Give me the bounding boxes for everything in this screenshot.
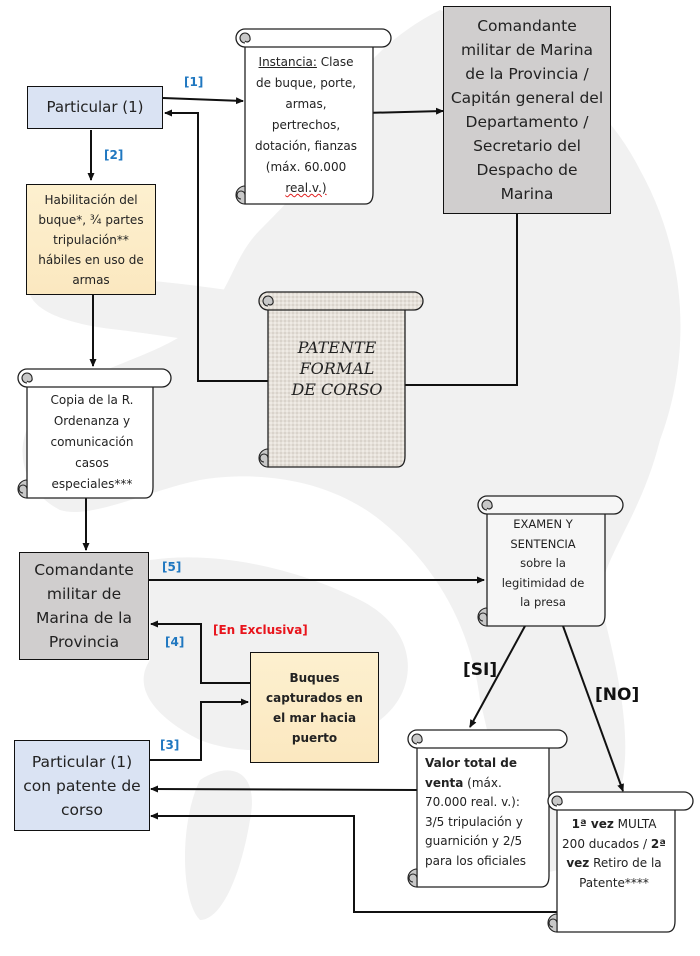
scroll-sheet bbox=[26, 377, 154, 499]
scroll-sheet bbox=[244, 37, 374, 205]
label-si: [SI] bbox=[463, 660, 498, 680]
scroll-top-roll bbox=[407, 729, 568, 749]
label-step-5: [5] bbox=[162, 560, 182, 574]
scroll-top-roll bbox=[258, 291, 424, 311]
scroll-examen bbox=[477, 495, 624, 627]
instancia-heading: Instancia: bbox=[258, 55, 317, 69]
node-particular-patente-label: Particular (1) con patente de corso bbox=[23, 752, 141, 819]
label-step-2: [2] bbox=[104, 148, 124, 162]
connectors bbox=[82, 97, 624, 913]
scroll-valor bbox=[407, 729, 568, 888]
multa-first-label: 1ª vez bbox=[571, 817, 614, 831]
scroll-top-curl bbox=[21, 372, 33, 384]
node-comandante-bottom-label: Comandante militar de Marina de la Provi… bbox=[34, 561, 134, 651]
node-valor: Valor total de venta (máx. 70.000 real. … bbox=[425, 754, 539, 871]
examen-line-5: la presa bbox=[520, 595, 566, 609]
node-habilitacion: Habilitación del buque*, ¾ partes tripul… bbox=[26, 184, 156, 295]
arrow-examen-no bbox=[562, 625, 624, 792]
patente-line-3: DE CORSO bbox=[291, 380, 383, 399]
node-comandante-bottom: Comandante militar de Marina de la Provi… bbox=[19, 552, 149, 660]
multa-first-text: MULTA 200 ducados / bbox=[562, 817, 657, 851]
node-comandante-top-label: Comandante militar de Marina de la Provi… bbox=[450, 17, 604, 203]
arrow-particular-to-buques bbox=[150, 698, 249, 761]
label-step-4: [4] bbox=[165, 635, 185, 649]
node-buques: Buques capturados en el mar hacia puerto bbox=[250, 652, 379, 763]
multa-second-label: 2ª vez bbox=[566, 836, 666, 871]
scroll-sheet bbox=[486, 504, 606, 627]
node-copia-label: Copia de la R. Ordenanza y comunicación … bbox=[50, 393, 134, 491]
label-step-1: [1] bbox=[184, 75, 204, 89]
node-comandante-top: Comandante militar de Marina de la Provi… bbox=[443, 6, 611, 214]
node-examen: EXAMEN Y SENTENCIA sobre la legitimidad … bbox=[488, 515, 598, 613]
examen-line-3: sobre la bbox=[520, 556, 566, 570]
examen-line-1: EXAMEN Y bbox=[513, 517, 573, 531]
instancia-abbrev: real.v.) bbox=[285, 181, 327, 195]
arrow-buques-to-comandante bbox=[150, 620, 250, 684]
scroll-top-curl bbox=[411, 733, 423, 745]
arrow-instancia-to-comandante bbox=[363, 107, 444, 115]
scroll-top-roll bbox=[547, 791, 694, 811]
scroll-bottom-curl bbox=[235, 185, 246, 205]
examen-line-4: legitimidad de bbox=[501, 575, 585, 590]
node-buques-label: Buques capturados en el mar hacia puerto bbox=[266, 670, 363, 745]
scroll-bottom-curl bbox=[17, 479, 28, 499]
node-instancia: Instancia: Clase de buque, porte, armas,… bbox=[250, 52, 362, 199]
valor-body: (máx. 70.000 real. v.): 3/5 tripulación … bbox=[425, 775, 526, 868]
node-patente: PATENTE FORMAL DE CORSO bbox=[278, 337, 396, 400]
scroll-top-curl bbox=[481, 499, 493, 511]
scroll-top-roll bbox=[477, 495, 624, 515]
label-no: [NO] bbox=[595, 685, 640, 705]
multa-second-text: Retiro de la Patente**** bbox=[579, 856, 662, 890]
scroll-instancia bbox=[235, 28, 392, 205]
scroll-sheet bbox=[416, 738, 550, 888]
node-multa: 1ª vez MULTA 200 ducados / 2ª vez Retiro… bbox=[562, 815, 666, 893]
scroll-multa bbox=[547, 791, 694, 933]
valor-heading: Valor total de venta bbox=[425, 756, 518, 790]
node-copia: Copia de la R. Ordenanza y comunicación … bbox=[38, 390, 146, 495]
scroll-bottom-curl bbox=[477, 607, 488, 627]
scroll-copia bbox=[17, 368, 172, 499]
node-particular-label: Particular (1) bbox=[46, 97, 144, 116]
scroll-bottom-curl bbox=[547, 913, 558, 933]
arrow-patente-to-particular bbox=[164, 109, 278, 382]
scroll-bottom-curl bbox=[258, 448, 269, 468]
arrow-multa-to-particular bbox=[150, 812, 557, 913]
scroll-top-curl bbox=[551, 795, 563, 807]
examen-line-2: SENTENCIA bbox=[510, 536, 576, 551]
node-particular-patente: Particular (1) con patente de corso bbox=[14, 740, 150, 831]
node-habilitacion-label: Habilitación del buque*, ¾ partes tripul… bbox=[38, 192, 144, 287]
scroll-top-roll bbox=[235, 28, 392, 48]
instancia-body: Clase de buque, porte, armas, pertrechos… bbox=[255, 55, 357, 174]
scroll-top-roll bbox=[17, 368, 172, 388]
scroll-top-curl bbox=[239, 32, 251, 44]
scroll-top-curl bbox=[262, 295, 274, 307]
arrow-examen-si bbox=[469, 625, 526, 728]
scroll-sheet bbox=[556, 800, 676, 933]
patente-line-2: FORMAL bbox=[299, 359, 375, 378]
arrow-particular-to-instancia bbox=[162, 97, 244, 105]
scroll-bottom-curl bbox=[407, 868, 418, 888]
patente-line-1: PATENTE bbox=[297, 338, 377, 357]
arrow-comandante-to-patente bbox=[396, 214, 518, 389]
scroll-sheet bbox=[267, 300, 406, 468]
label-step-3: [3] bbox=[160, 738, 180, 752]
arrow-valor-to-particular bbox=[150, 785, 418, 793]
label-en-exclusiva: [En Exclusiva] bbox=[213, 623, 308, 637]
node-particular: Particular (1) bbox=[27, 86, 163, 129]
scroll-patente bbox=[258, 291, 424, 468]
